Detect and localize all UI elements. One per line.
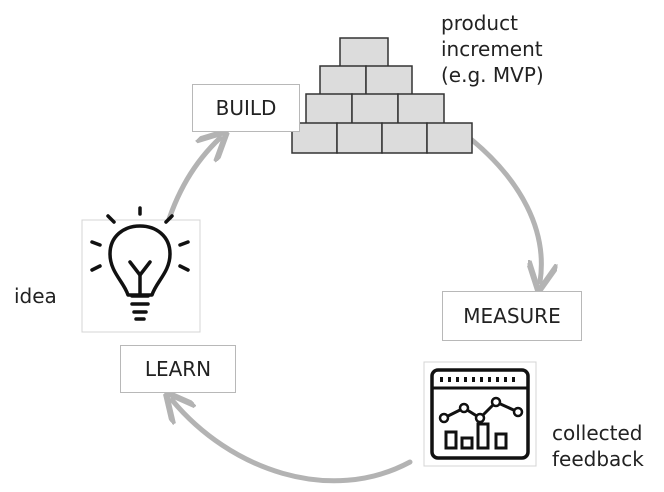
dashboard-chart-icon: [423, 361, 537, 467]
idea-annotation: idea: [14, 284, 57, 308]
stage-build-label: BUILD: [215, 96, 277, 120]
arrow-measure-to-learn: [172, 400, 413, 484]
stage-learn: LEARN: [120, 345, 236, 393]
stage-build: BUILD: [192, 84, 300, 132]
stage-measure-label: MEASURE: [463, 304, 561, 328]
brick-wall-icon: [291, 37, 473, 154]
arrow-build-to-measure: [469, 137, 541, 282]
stage-measure: MEASURE: [442, 291, 582, 341]
product-increment-annotation: product increment (e.g. MVP): [441, 11, 544, 87]
stage-learn-label: LEARN: [144, 357, 212, 381]
collected-feedback-annotation: collected feedback: [552, 421, 644, 471]
lightbulb-icon: [81, 206, 201, 333]
